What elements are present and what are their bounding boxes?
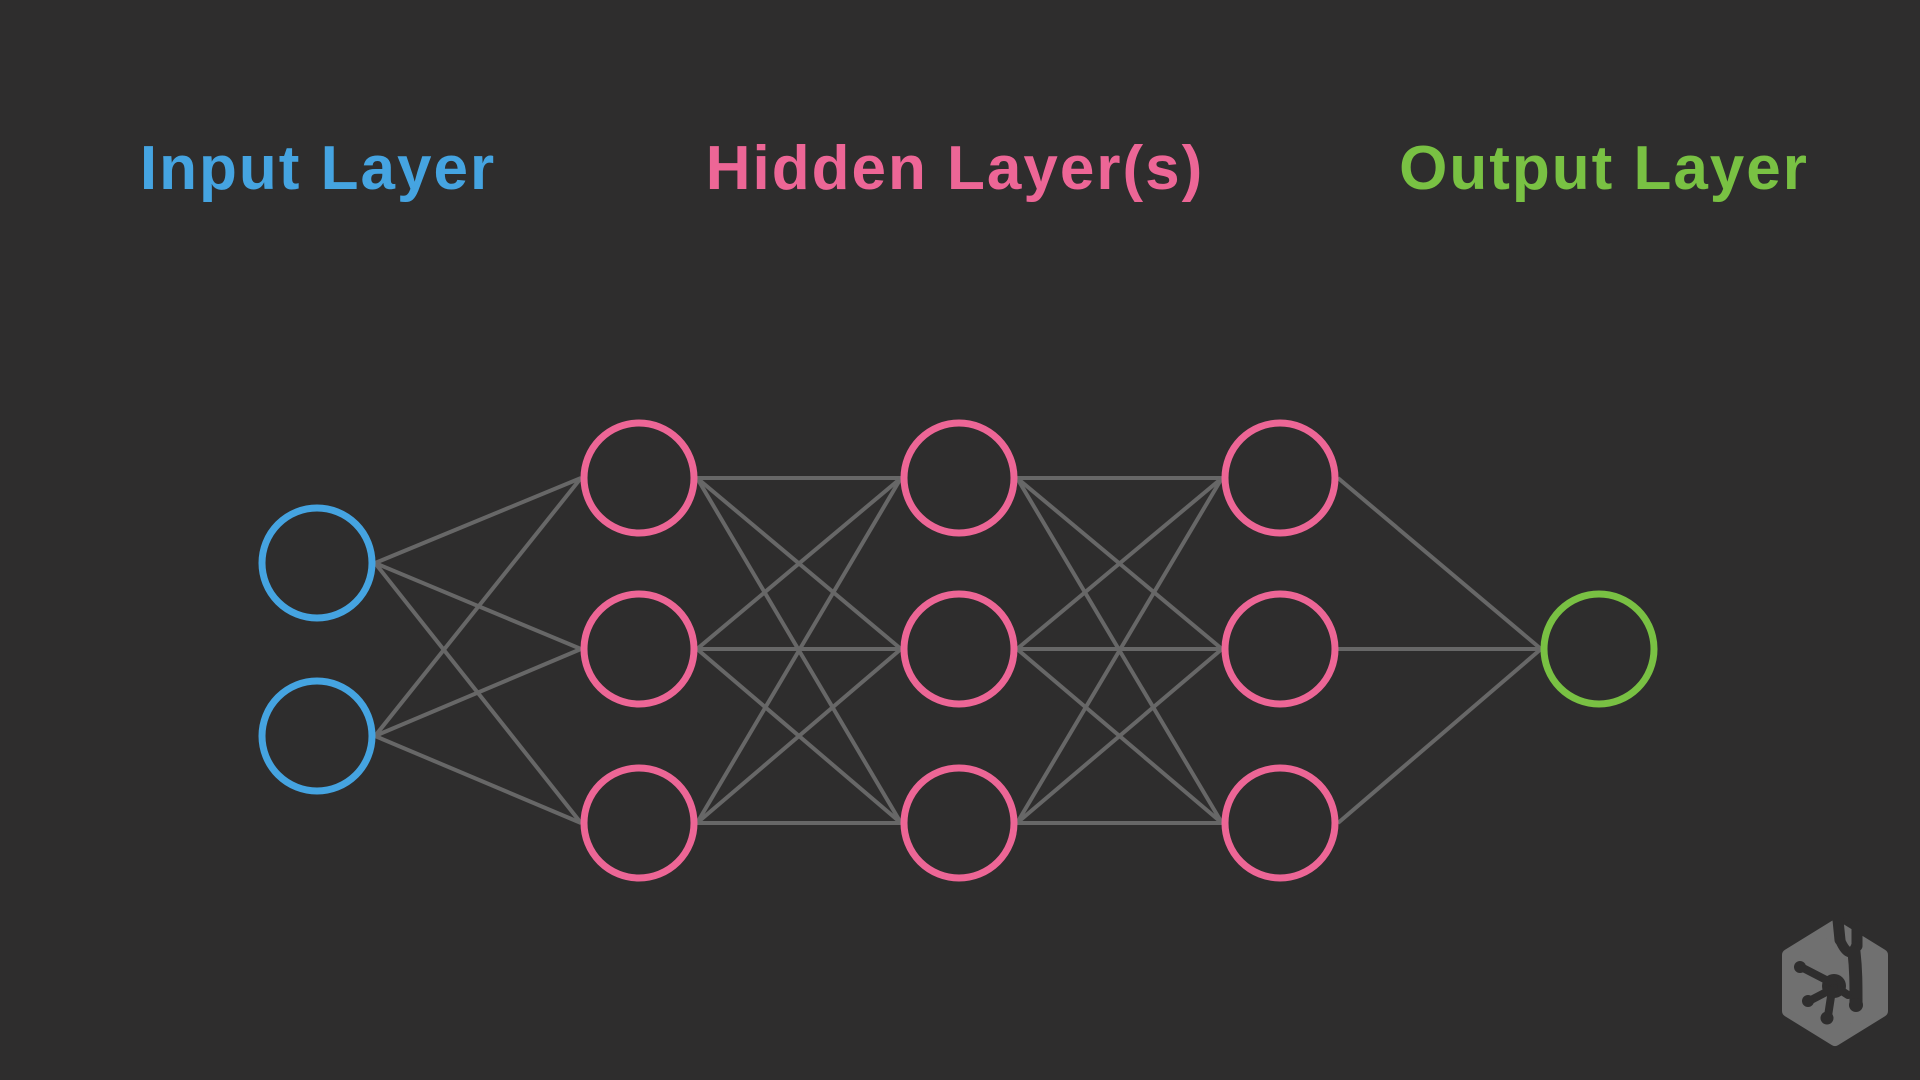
hidden-2-node-3 [900, 764, 1018, 882]
hidden-1-node-2 [580, 590, 698, 708]
hidden-2-node-2 [900, 590, 1018, 708]
output-layer-label: Output Layer [1399, 134, 1809, 203]
edge-hidden-3-1-to-output-1 [1336, 476, 1543, 651]
hidden-3-node-2 [1221, 590, 1339, 708]
edge-hidden-2-3-to-hidden-3-1 [1015, 476, 1224, 825]
input-node-2 [258, 677, 376, 795]
input-node-1 [258, 504, 376, 622]
edge-hidden-1-2-to-hidden-2-1 [695, 476, 903, 651]
edge-input-2-to-hidden-1-2 [374, 647, 582, 738]
hidden-1-node-1 [580, 419, 698, 537]
treehouse-logo [1782, 918, 1888, 1046]
edge-input-2-to-hidden-1-3 [374, 734, 582, 825]
edge-hidden-3-3-to-output-1 [1336, 647, 1543, 825]
edge-hidden-1-3-to-hidden-2-2 [695, 647, 903, 825]
edge-hidden-1-3-to-hidden-2-1 [695, 476, 903, 825]
hidden-3-node-1 [1221, 419, 1339, 537]
tree-glyph [1794, 918, 1863, 1025]
edge-hidden-2-3-to-hidden-3-2 [1015, 647, 1224, 825]
edge-hidden-2-2-to-hidden-3-1 [1015, 476, 1224, 651]
output-node-1 [1540, 590, 1658, 708]
hidden-layer-label: Hidden Layer(s) [705, 134, 1205, 203]
hidden-2-node-1 [900, 419, 1018, 537]
edge-input-1-to-hidden-1-1 [374, 476, 582, 565]
edge-input-2-to-hidden-1-1 [373, 476, 583, 738]
input-layer-label: Input Layer [139, 134, 497, 203]
hidden-3-node-3 [1221, 764, 1339, 882]
hidden-1-node-3 [580, 764, 698, 882]
